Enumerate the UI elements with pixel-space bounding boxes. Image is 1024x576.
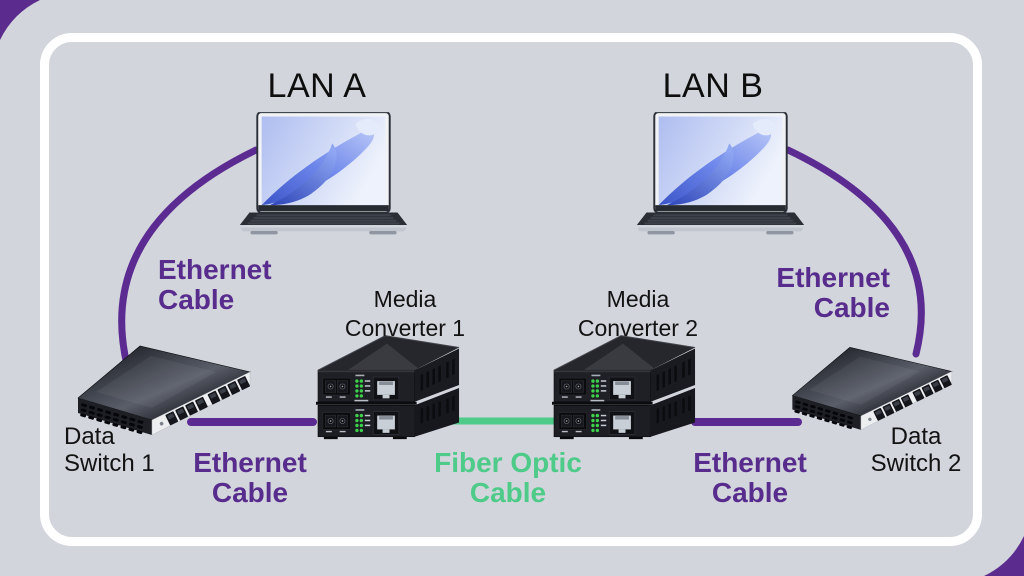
data-switch-2-illustration (772, 336, 962, 431)
lan-a-title: LAN A (267, 67, 367, 105)
ethernet-cable-curve-left (118, 146, 260, 369)
data-switch-1-illustration (56, 334, 261, 436)
lan-b-title: LAN B (662, 67, 764, 105)
ethernet-cable-curve-right (784, 146, 925, 358)
media-converter-2-illustration (552, 332, 698, 440)
media-converter-1-illustration (316, 332, 462, 440)
laptop-b-illustration (628, 112, 813, 235)
corner-accent-top-left (0, 0, 40, 40)
diagram-frame (40, 33, 982, 546)
corner-accent-bottom-right (984, 536, 1024, 576)
laptop-a-illustration (231, 112, 416, 235)
